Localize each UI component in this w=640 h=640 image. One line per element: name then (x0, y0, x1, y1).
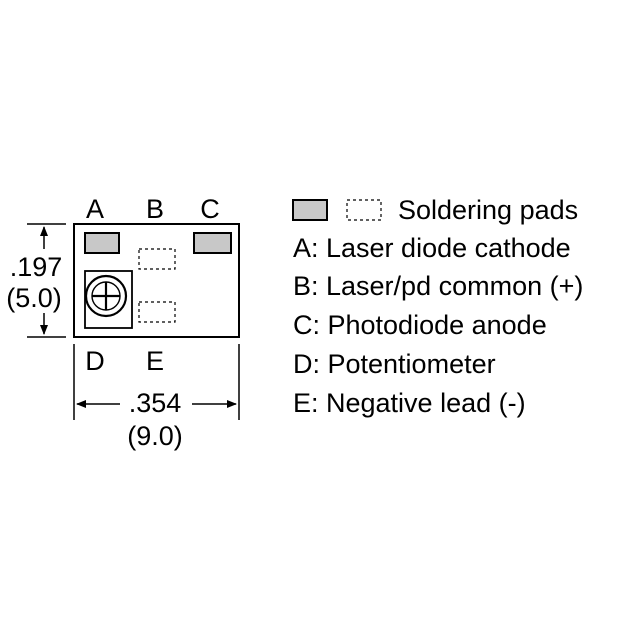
height-mm-label: (5.0) (6, 283, 62, 313)
legend-item-a: A: Laser diode cathode (293, 233, 571, 263)
legend-item-d: D: Potentiometer (293, 349, 496, 379)
legend: Soldering pads A: Laser diode cathode B:… (292, 195, 583, 418)
legend-item-b: B: Laser/pd common (+) (293, 271, 583, 301)
pad-c-solid (193, 232, 232, 254)
pad-b-dashed (138, 248, 176, 270)
pin-label-c: C (200, 194, 220, 224)
pad-a-solid (84, 232, 120, 254)
pin-label-d: D (85, 346, 105, 376)
legend-pads-label: Soldering pads (398, 195, 578, 225)
pin-label-e: E (146, 346, 164, 376)
width-mm-label: (9.0) (127, 421, 183, 451)
legend-item-c: C: Photodiode anode (293, 310, 547, 340)
pad-e-dashed (138, 301, 176, 323)
height-dimension (27, 223, 66, 338)
potentiometer-d (84, 270, 133, 329)
width-inch-label: .354 (129, 388, 182, 418)
height-inch-label: .197 (10, 252, 63, 282)
legend-dashed-pad-swatch (346, 199, 382, 221)
legend-item-e: E: Negative lead (-) (293, 388, 526, 418)
pin-label-b: B (146, 194, 164, 224)
legend-solid-pad-swatch (292, 199, 328, 221)
pin-label-a: A (86, 194, 104, 224)
width-dimension (73, 344, 240, 420)
